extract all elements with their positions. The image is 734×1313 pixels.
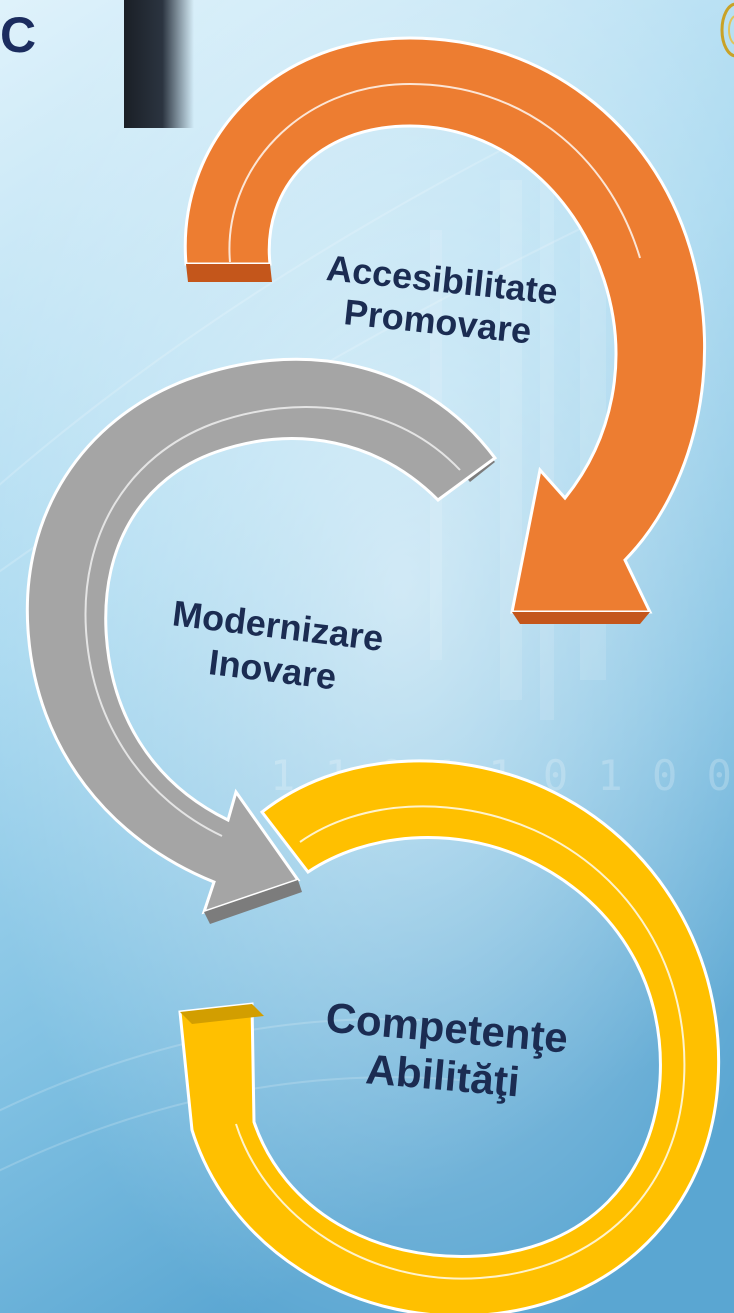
logo-icon: [720, 2, 734, 58]
cycle-arrow-orange: [183, 36, 707, 624]
header-dark-panel: [124, 0, 194, 128]
cycle-arrow-yellow: [178, 759, 721, 1313]
header-corner-letter: C: [0, 7, 37, 63]
cycle-arrow-grey: [25, 357, 498, 924]
